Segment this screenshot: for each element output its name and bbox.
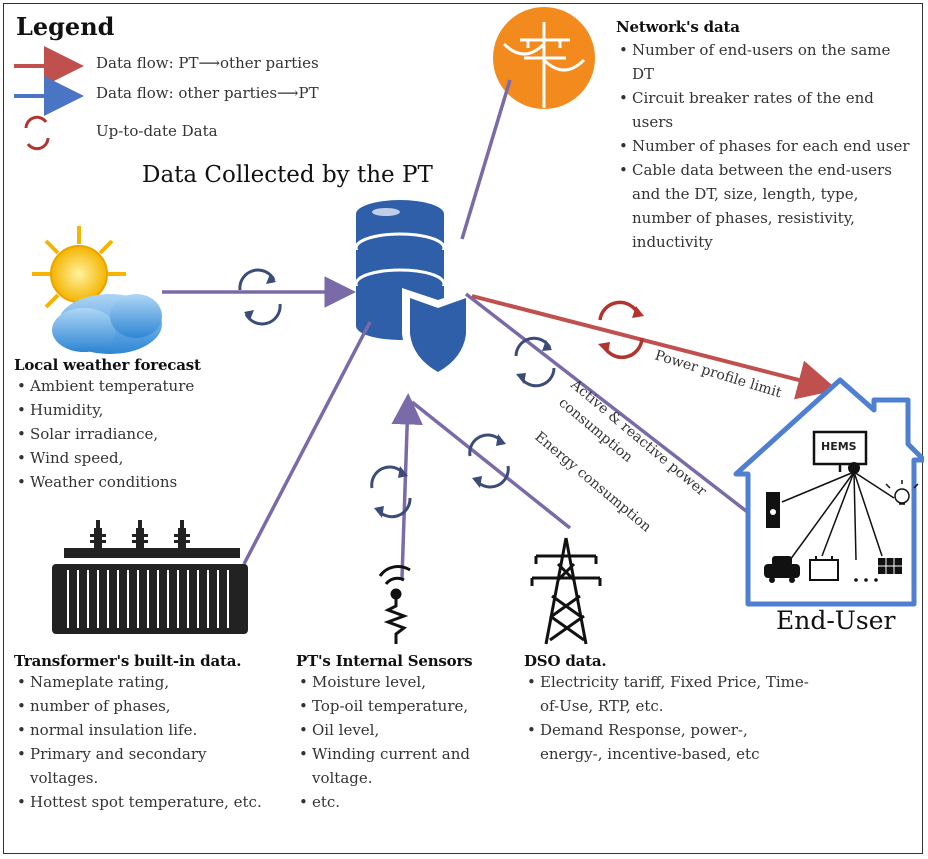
legend-title: Legend bbox=[16, 12, 115, 41]
power-profile-arrow bbox=[471, 294, 838, 400]
network-item: Circuit breaker rates of the end users bbox=[616, 86, 916, 134]
transformer-icon bbox=[52, 520, 248, 634]
hems-monitor bbox=[812, 430, 868, 474]
sensor-item: etc. bbox=[296, 790, 521, 814]
more-devices-icon bbox=[854, 578, 878, 582]
network-item: Cable data between the end-users and the… bbox=[616, 158, 916, 254]
weather-section: Local weather forecast Ambient temperatu… bbox=[14, 356, 254, 494]
sensor-item: Top-oil temperature, bbox=[296, 694, 521, 718]
transformer-item: normal insulation life. bbox=[14, 718, 279, 742]
weather-item: Humidity, bbox=[14, 398, 254, 422]
transformer-item: number of phases, bbox=[14, 694, 279, 718]
end-user-label: End-User bbox=[776, 606, 896, 635]
weather-icon bbox=[32, 226, 162, 354]
consumption-flow-line bbox=[464, 292, 752, 516]
dso-flow-line bbox=[410, 400, 572, 530]
transformer-item: Hottest spot temperature, etc. bbox=[14, 790, 279, 814]
legend-label-up-to-date: Up-to-date Data bbox=[96, 122, 218, 140]
transformer-section: Transformer's built-in data. Nameplate r… bbox=[14, 652, 279, 814]
diagram-frame: Power profile limit Active & reactive po… bbox=[3, 3, 924, 854]
washer-icon bbox=[766, 492, 780, 528]
network-item: Number of phases for each end user bbox=[616, 134, 916, 158]
sensor-item: Oil level, bbox=[296, 718, 521, 742]
weather-item: Weather conditions bbox=[14, 470, 254, 494]
legend-label-others-to-pt: Data flow: other parties⟶PT bbox=[96, 84, 319, 102]
solar-panel-icon bbox=[878, 558, 902, 574]
battery-icon bbox=[809, 556, 839, 581]
pole-flow-line bbox=[460, 79, 512, 240]
dso-title: DSO data. bbox=[524, 652, 607, 670]
transformer-item: Nameplate rating, bbox=[14, 670, 279, 694]
sensors-section: PT's Internal Sensors Moisture level, To… bbox=[296, 652, 521, 814]
sensors-title: PT's Internal Sensors bbox=[296, 652, 473, 670]
sensor-item: Winding current and voltage. bbox=[296, 742, 521, 790]
dso-item: Electricity tariff, Fixed Price, Time-of… bbox=[524, 670, 814, 718]
power-profile-label: Power profile limit bbox=[653, 348, 784, 402]
network-data-title: Network's data bbox=[616, 18, 740, 36]
utility-pole-icon bbox=[493, 7, 595, 109]
car-icon bbox=[764, 556, 800, 583]
legend-sync-icon bbox=[24, 115, 50, 151]
transformer-flow-line bbox=[242, 321, 372, 565]
consumption-sync-icon bbox=[514, 336, 556, 388]
dso-item: Demand Response, power-, energy-, incent… bbox=[524, 718, 814, 766]
power-tower-icon bbox=[530, 537, 602, 645]
transformer-title: Transformer's built-in data. bbox=[14, 652, 242, 670]
network-data-section: Network's data Number of end-users on th… bbox=[616, 18, 916, 254]
light-bulb-icon bbox=[885, 480, 919, 505]
transformer-item: Primary and secondary voltages. bbox=[14, 742, 279, 790]
sensor-sync-icon bbox=[370, 465, 412, 519]
weather-item: Wind speed, bbox=[14, 446, 254, 470]
hems-connections bbox=[781, 471, 895, 561]
weather-title: Local weather forecast bbox=[14, 356, 201, 374]
diagram-canvas: Power profile limit Active & reactive po… bbox=[14, 7, 924, 645]
weather-item: Ambient temperature bbox=[14, 374, 254, 398]
dso-sync-icon bbox=[468, 433, 510, 489]
hems-label: HEMS bbox=[821, 440, 857, 453]
weather-item: Solar irradiance, bbox=[14, 422, 254, 446]
sensor-flow-line bbox=[391, 393, 423, 579]
network-item: Number of end-users on the same DT bbox=[616, 38, 916, 86]
main-title: Data Collected by the PT bbox=[142, 162, 433, 188]
dso-section: DSO data. Electricity tariff, Fixed Pric… bbox=[524, 652, 814, 766]
database-icon bbox=[354, 200, 474, 382]
weather-sync-icon bbox=[238, 268, 282, 326]
end-user-house bbox=[733, 377, 924, 607]
sensor-icon bbox=[378, 565, 411, 644]
legend-label-pt-to-others: Data flow: PT⟶other parties bbox=[96, 54, 319, 72]
sensor-item: Moisture level, bbox=[296, 670, 521, 694]
power-profile-sync-icon bbox=[598, 300, 644, 360]
